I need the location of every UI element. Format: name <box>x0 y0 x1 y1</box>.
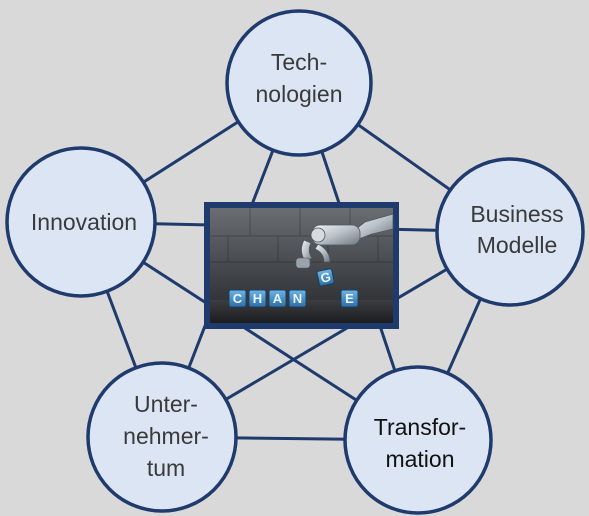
node-business-modelle-label-line1: Business <box>470 201 563 227</box>
node-technologien: Tech- nologien <box>225 9 373 157</box>
center-image: C H A N G E <box>204 202 399 329</box>
node-transformation: Transfor- mation <box>343 365 493 515</box>
cube-letter-a: A <box>273 291 283 306</box>
node-unternehmertum-label-line2: nehmer- <box>123 423 209 449</box>
node-technologien-label-line2: nologien <box>256 81 343 107</box>
node-business-modelle-label-line2: Modelle <box>477 232 558 258</box>
node-unternehmertum-label-line3: tum <box>147 455 185 481</box>
node-innovation-label: Innovation <box>31 209 137 235</box>
node-transformation-label-line2: mation <box>385 446 454 472</box>
change-cubes: C H A N G E <box>228 268 359 308</box>
node-transformation-circle <box>343 365 493 515</box>
node-technologien-label-line1: Tech- <box>271 49 327 75</box>
node-innovation-circle <box>5 146 157 298</box>
cube-letter-e: E <box>345 291 354 306</box>
node-business-modelle: Business Modelle <box>435 157 585 307</box>
cube-letter-g: G <box>319 269 332 286</box>
cube-letter-n: N <box>293 291 302 306</box>
node-transformation-label-line1: Transfor- <box>374 414 466 440</box>
node-unternehmertum-label-line1: Unter- <box>134 391 198 417</box>
node-innovation: Innovation <box>5 146 157 298</box>
node-business-modelle-circle <box>435 157 585 307</box>
cube-letter-h: H <box>253 291 262 306</box>
node-unternehmertum-circle <box>86 361 238 513</box>
cube-letter-c: C <box>233 291 243 306</box>
node-technologien-circle <box>225 9 373 157</box>
robot-arm-image <box>295 213 394 269</box>
node-unternehmertum: Unter- nehmer- tum <box>86 361 238 513</box>
